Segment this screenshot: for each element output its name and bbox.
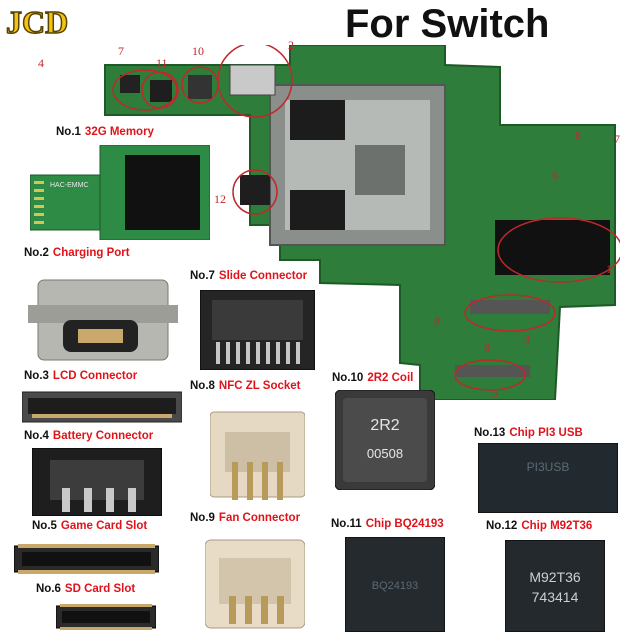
lcd-connector-image (22, 391, 182, 423)
fan-connector-image (205, 539, 305, 629)
chip-m92-text-2: 743414 (532, 589, 579, 605)
coil-text-bottom: 00508 (367, 446, 403, 461)
page-title: For Switch (345, 2, 550, 46)
board-number-2: 2 (288, 38, 294, 52)
chip-bq-text: BQ24193 (372, 580, 418, 592)
pcb-board-image (104, 45, 620, 400)
board-number-9: 9 (434, 314, 440, 328)
board-number-3: 3 (524, 332, 530, 346)
sd-card-slot-image (56, 604, 156, 630)
board-number-7a: 7 (118, 44, 124, 58)
coil-text-top: 2R2 (370, 417, 399, 434)
memory-module-image: HAC-EMMC (30, 145, 210, 240)
coil-2r2-image: 2R2 00508 (335, 390, 435, 490)
board-number-8b: 8 (484, 340, 490, 354)
chip-m92t36-image: M92T36 743414 (505, 540, 605, 632)
battery-connector-image (32, 448, 162, 516)
board-number-7b: 7 (614, 132, 620, 146)
board-number-5: 5 (492, 386, 498, 400)
nfc-socket-image (210, 411, 305, 500)
board-number-1: 1 (606, 262, 612, 276)
board-number-12: 12 (214, 192, 226, 206)
chip-pi3usb-image: PI3USB (478, 443, 618, 513)
brand-logo: JCD (5, 3, 69, 41)
board-number-10: 10 (192, 44, 204, 58)
chip-pi3-text: PI3USB (527, 460, 570, 474)
memory-board-text: HAC-EMMC (50, 182, 89, 189)
board-number-11: 11 (156, 56, 168, 70)
chip-m92-text-1: M92T36 (529, 569, 581, 585)
charging-port-image (28, 279, 178, 361)
board-number-8a: 8 (575, 128, 581, 142)
board-number-4: 4 (38, 56, 44, 70)
game-card-slot-image (14, 544, 159, 574)
slide-connector-image (200, 290, 315, 370)
board-number-6: 6 (552, 168, 558, 182)
chip-bq24193-image: BQ24193 (345, 537, 445, 632)
